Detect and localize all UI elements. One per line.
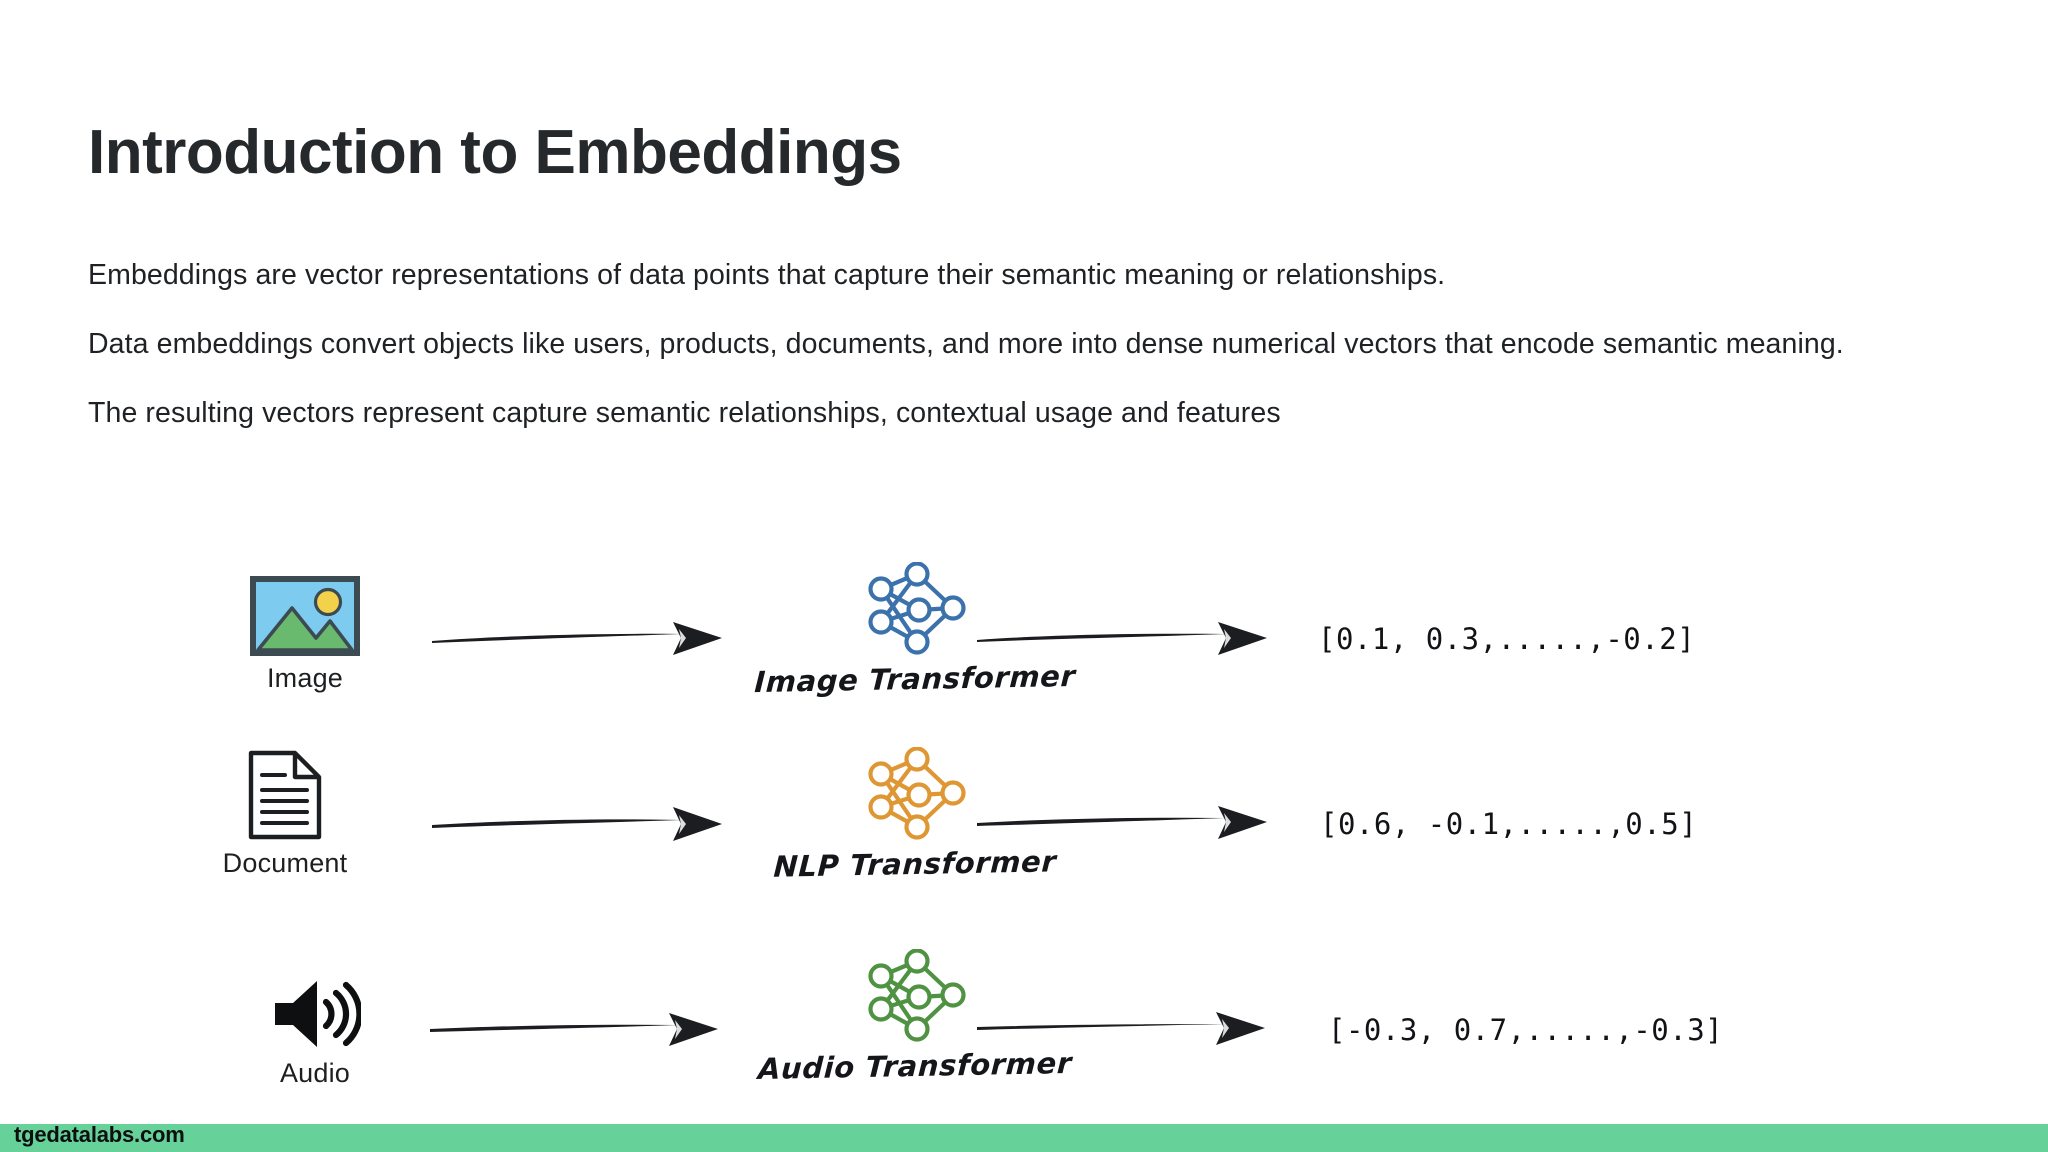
model-audio-transformer: Audio Transformer: [750, 949, 1080, 1086]
neural-network-icon: [750, 562, 1080, 656]
footer-brand: tgedatalabs.com: [14, 1122, 185, 1147]
footer-bar: [0, 1124, 2048, 1152]
pipeline-row: Document: [0, 747, 2048, 925]
arrow-right-icon: [428, 1009, 728, 1056]
arrow-right-icon: [430, 618, 730, 665]
document-icon: [180, 750, 390, 841]
neural-network-icon: [750, 949, 1080, 1043]
source-label: Image: [266, 663, 344, 693]
model-nlp-transformer: NLP Transformer: [750, 747, 1080, 884]
paragraph-1: Embeddings are vector representations of…: [88, 259, 1446, 291]
arrow-right-icon: [975, 618, 1275, 665]
source-label: Document: [222, 848, 348, 878]
embedding-pipeline-diagram: Image: [0, 560, 2048, 1120]
source-audio: Audio: [210, 965, 420, 1089]
arrow-right-icon: [975, 803, 1275, 850]
neural-network-icon: [750, 747, 1080, 841]
pipeline-row: Image: [0, 562, 2048, 740]
source-image: Image: [200, 570, 410, 694]
arrow-right-icon: [975, 1009, 1275, 1056]
embedding-vector: [0.6, -0.1,.....,0.5]: [1320, 807, 1698, 841]
picture-icon: [200, 570, 410, 656]
source-label: Audio: [279, 1058, 351, 1088]
arrow-right-icon: [430, 803, 730, 850]
source-document: Document: [180, 750, 390, 879]
embedding-vector: [-0.3, 0.7,.....,-0.3]: [1328, 1013, 1724, 1047]
speaker-icon: [210, 965, 420, 1051]
paragraph-3: The resulting vectors represent capture …: [88, 397, 1281, 430]
embedding-vector: [0.1, 0.3,.....,-0.2]: [1318, 622, 1696, 656]
paragraph-2: Data embeddings convert objects like use…: [88, 328, 1844, 361]
pipeline-row: Audio: [0, 949, 2048, 1135]
body-copy: Embeddings are vector representations of…: [88, 255, 1898, 434]
page-title: Introduction to Embeddings: [88, 118, 902, 187]
model-image-transformer: Image Transformer: [750, 562, 1080, 699]
